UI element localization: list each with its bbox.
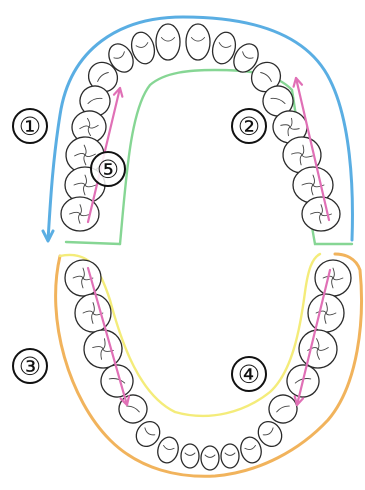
upper-inner-baseline (66, 242, 120, 244)
tooth-crown (186, 24, 210, 60)
tooth-35 (201, 446, 219, 470)
tooth-1 (156, 24, 180, 60)
tooth-20 (315, 260, 351, 296)
label-quadrant-2: ② (231, 108, 267, 144)
tooth-crown (181, 444, 199, 468)
tooth-33 (181, 444, 199, 468)
tooth-crown (201, 446, 219, 470)
tooth-crown (221, 444, 239, 468)
tooth-19 (65, 260, 101, 296)
tooth-34 (221, 444, 239, 468)
tooth-24 (297, 328, 340, 371)
tooth-crown (156, 24, 180, 60)
label-direction-5: ⑤ (90, 151, 126, 187)
label-quadrant-4: ④ (231, 356, 267, 392)
tooth-22 (308, 294, 344, 332)
tooth-23 (82, 328, 125, 371)
label-quadrant-3: ③ (12, 348, 48, 384)
teeth-group (61, 24, 351, 470)
quadrant-outlines (43, 17, 361, 476)
label-quadrant-1: ① (12, 108, 48, 144)
tooth-crown (155, 435, 181, 465)
tooth-2 (186, 24, 210, 60)
tooth-31 (155, 435, 181, 465)
tooth-18 (302, 197, 340, 231)
